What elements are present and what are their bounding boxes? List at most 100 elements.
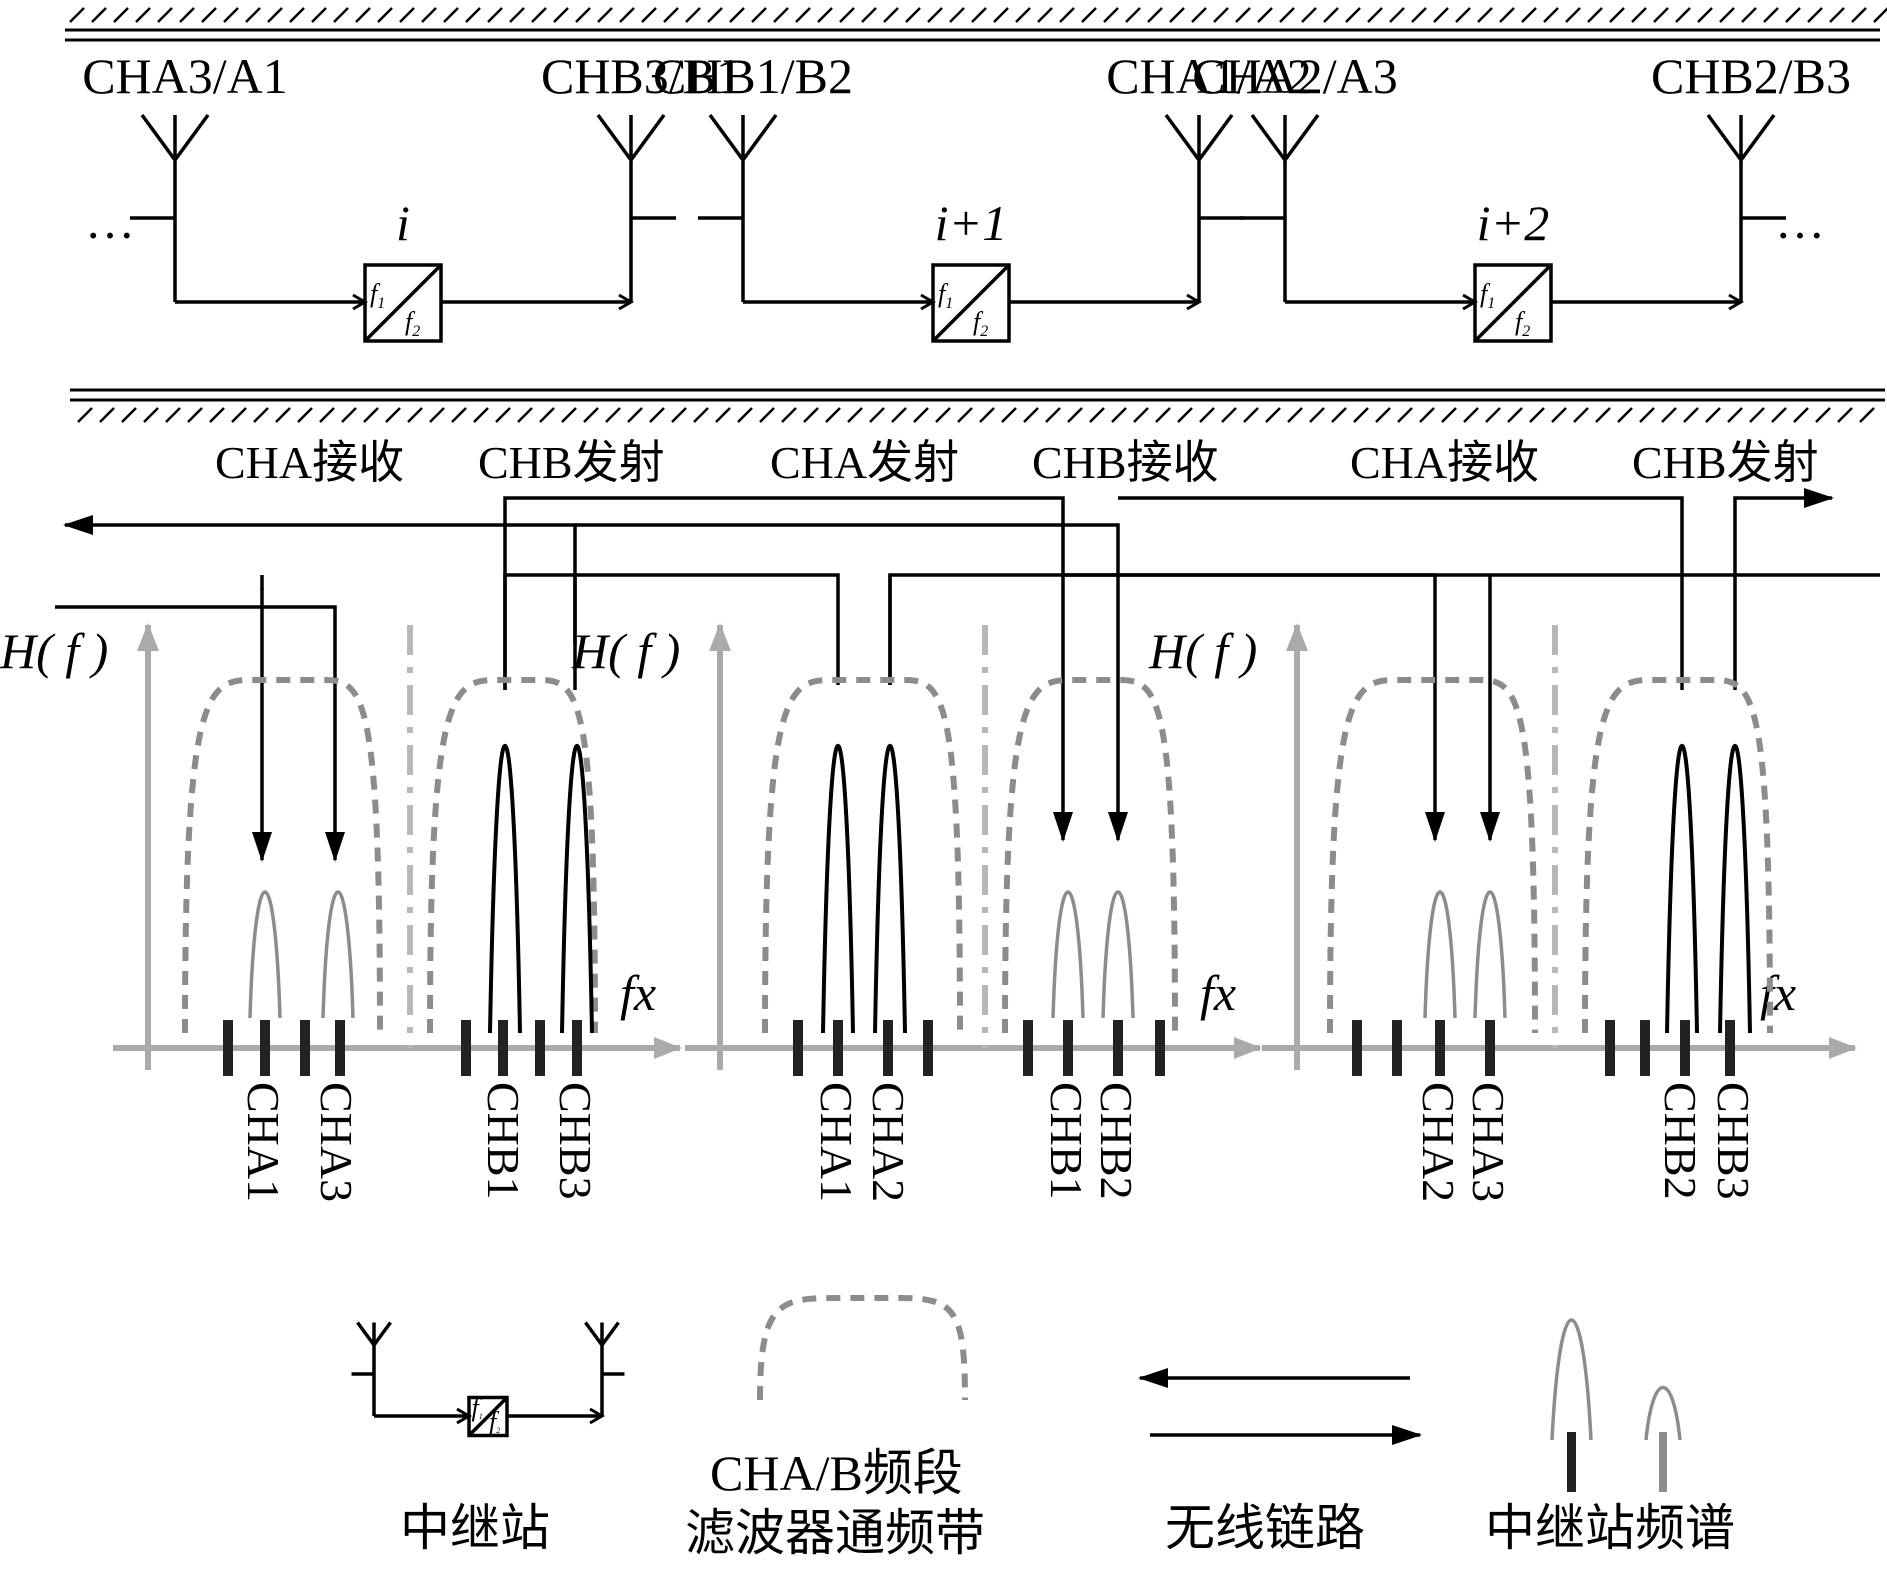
wall-hatch	[1807, 7, 1823, 23]
wall-hatch	[957, 407, 973, 423]
wall-hatch	[377, 7, 393, 23]
wall-hatch	[1103, 7, 1119, 23]
wall-hatch	[297, 407, 313, 423]
wall-hatch	[421, 7, 437, 23]
channel-label: CHB1	[1041, 1082, 1092, 1200]
channel-tick	[1435, 1020, 1445, 1076]
wall-hatch	[1565, 7, 1581, 23]
wall-hatch	[223, 7, 239, 23]
antenna-icon	[708, 113, 778, 302]
wall-hatch	[869, 407, 885, 423]
relay-index-label: i	[396, 195, 410, 251]
wall-hatch	[333, 7, 349, 23]
wall-hatch	[253, 407, 269, 423]
wall-hatch	[1309, 407, 1325, 423]
filter-f2-label: f2	[405, 307, 420, 340]
channel-label: CHA3	[311, 1082, 362, 1202]
wall-hatch	[913, 407, 929, 423]
wall-hatch	[905, 7, 921, 23]
wall-hatch	[1419, 407, 1435, 423]
channel-tick	[883, 1020, 893, 1076]
legend-band-label-1: CHA/B频段	[710, 1445, 963, 1501]
wall-hatch	[781, 407, 797, 423]
channel-tick	[260, 1020, 270, 1076]
wall-hatch	[1771, 407, 1787, 423]
wall-hatch	[1081, 7, 1097, 23]
wall-hatch	[1433, 7, 1449, 23]
wall-hatch	[1543, 7, 1559, 23]
wall-hatch	[1815, 407, 1831, 423]
antenna-channel-label: CHA3/A1	[82, 48, 288, 104]
antenna-channel-label: CHB2/B3	[1651, 48, 1851, 104]
wall-hatch	[1221, 407, 1237, 423]
antenna-icon	[1706, 113, 1776, 302]
received-spectrum-peak	[321, 890, 355, 1019]
wall-hatch	[1697, 7, 1713, 23]
link-arrow-left	[63, 515, 577, 645]
channel-tick	[335, 1020, 345, 1076]
filter-passband-curve	[1582, 677, 1773, 1034]
channel-tick	[1640, 1020, 1650, 1076]
wall-hatch	[1375, 407, 1391, 423]
legend-link-label: 无线链路	[1165, 1500, 1365, 1556]
wall-hatch	[1147, 7, 1163, 23]
wall-hatch	[231, 407, 247, 423]
wall-hatch	[1851, 7, 1867, 23]
wall-hatch	[979, 407, 995, 423]
wall-hatch	[1213, 7, 1229, 23]
channel-tick	[535, 1020, 545, 1076]
wall-hatch	[583, 407, 599, 423]
y-axis-label: H( f )	[0, 623, 108, 679]
wall-hatch	[641, 7, 657, 23]
antenna-icon	[584, 1321, 620, 1416]
wall-hatch	[69, 7, 85, 23]
channel-tick	[223, 1020, 233, 1076]
antenna-icon	[1250, 113, 1320, 302]
channel-tick	[833, 1020, 843, 1076]
wall-hatch	[487, 7, 503, 23]
wall-hatch	[1331, 407, 1347, 423]
x-axis-label: fx	[1200, 965, 1236, 1021]
link-label: CHB发射	[478, 437, 665, 488]
wireless-links	[55, 488, 1880, 862]
wall-hatch	[1873, 7, 1887, 23]
wall-hatch	[1785, 7, 1801, 23]
transmitted-spectrum-peak	[873, 743, 907, 1034]
legend-band-label-2: 滤波器通频带	[685, 1505, 985, 1561]
link-label: CHB接收	[1032, 437, 1219, 488]
wall-hatch	[187, 407, 203, 423]
filter-passband-curve	[1002, 677, 1178, 1034]
antenna-icon	[1164, 113, 1234, 302]
channel-label: CHA2	[863, 1082, 914, 1202]
wall-hatch	[99, 407, 115, 423]
filter-passband-curve	[762, 677, 963, 1034]
filter-f1-label: f1	[1480, 279, 1495, 312]
wall-hatch	[715, 407, 731, 423]
wall-hatch	[399, 7, 415, 23]
wall-hatch	[1323, 7, 1339, 23]
relay-index-label: i+1	[935, 195, 1008, 251]
wall-hatch	[1859, 407, 1875, 423]
wall-hatch	[1265, 407, 1281, 423]
wall-hatch	[1499, 7, 1515, 23]
wall-hatch	[707, 7, 723, 23]
wall-hatch	[1191, 7, 1207, 23]
wall-hatch	[311, 7, 327, 23]
wall-hatch	[1587, 7, 1603, 23]
wall-hatch	[1301, 7, 1317, 23]
wall-hatch	[1177, 407, 1193, 423]
channel-label: CHB3	[1708, 1082, 1759, 1200]
channel-tick	[498, 1020, 508, 1076]
wall-hatch	[113, 7, 129, 23]
wall-hatch	[1133, 407, 1149, 423]
wall-hatch	[121, 407, 137, 423]
wall-hatch	[179, 7, 195, 23]
wall-hatch	[517, 407, 533, 423]
